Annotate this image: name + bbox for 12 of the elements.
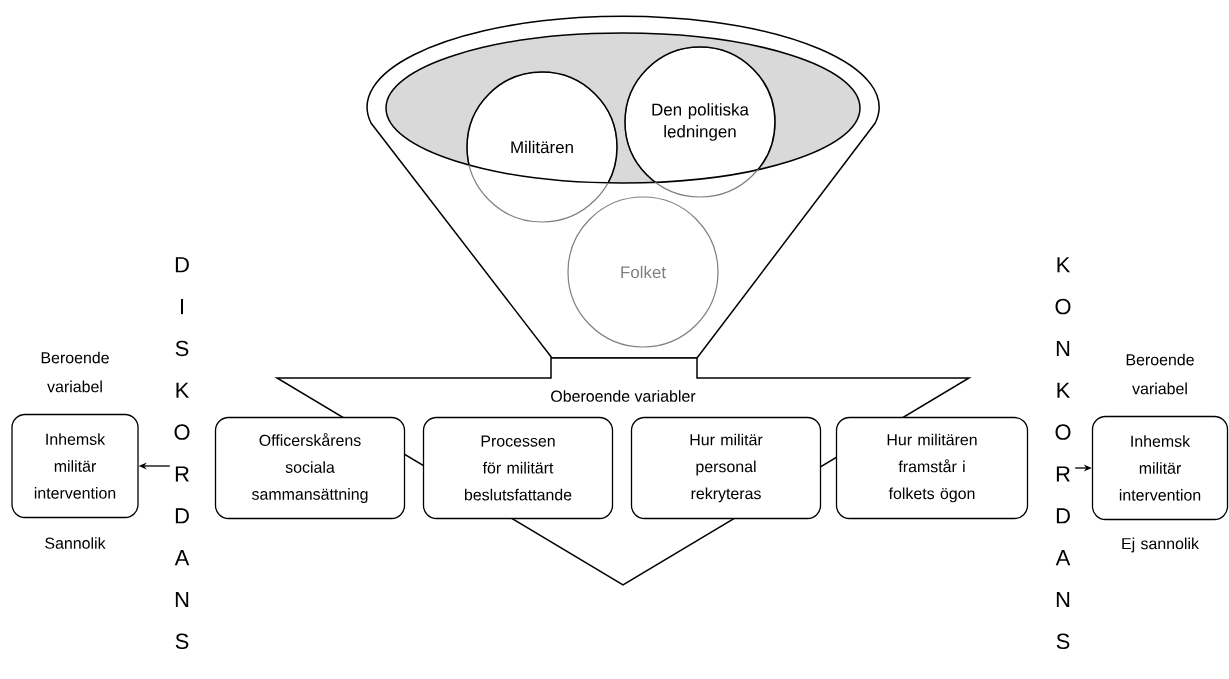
vertical-word: KONKORDANS (1055, 257, 1071, 650)
rounded-box: Hur militären framstår i folkets ögon (835, 416, 1029, 520)
rounded-box: Processen för militärt beslutsfattande (422, 416, 614, 520)
vertical-word: DISKORDANS (174, 257, 190, 650)
rounded-box: Inhemsk militär intervention (1091, 415, 1229, 521)
caption-text: Beroende variabel (41, 351, 109, 393)
rounded-box: Hur militär personal rekryteras (630, 416, 822, 520)
caption-text: Beroende variabel (1126, 353, 1194, 395)
caption-text: Sannolik (45, 537, 106, 549)
rounded-box: Inhemsk militär intervention (11, 413, 139, 519)
caption-text: Ej sannolik (1122, 537, 1199, 553)
rounded-box: Officerskårens sociala sammansättning (214, 416, 406, 520)
